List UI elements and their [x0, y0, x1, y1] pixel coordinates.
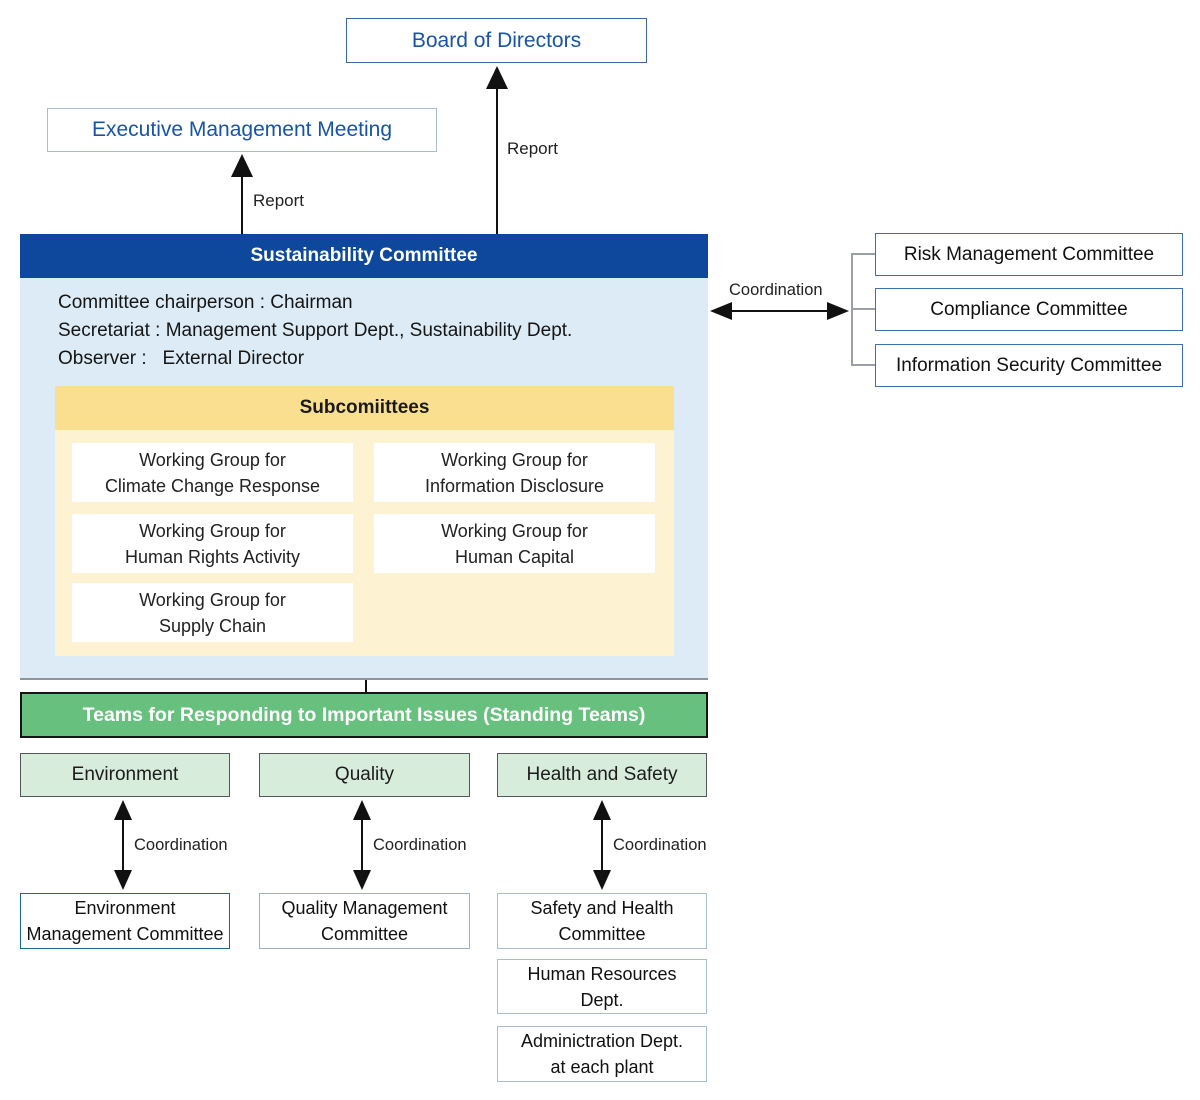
arrow-shaft	[122, 817, 124, 873]
human-resources-dept-box: Human Resources Dept.	[497, 959, 707, 1014]
arrow-shaft	[728, 310, 830, 312]
committee-line: at each plant	[550, 1057, 654, 1077]
working-group-line: Human Rights Activity	[124, 546, 301, 567]
arrow-head-up-icon	[353, 800, 371, 820]
report-label-executive: Report	[253, 191, 305, 210]
arrow-head-right-icon	[827, 302, 849, 320]
subcommittees-panel: Subcomiittees Working Group for Climate …	[55, 386, 674, 656]
team-quality-label: Quality	[334, 764, 395, 785]
sustainability-committee-title: Sustainability Committee	[250, 245, 478, 266]
working-group-line: Working Group for	[441, 449, 588, 470]
team-box-quality: Quality	[259, 753, 470, 797]
arrow-shaft	[241, 174, 243, 234]
standing-teams-bar: Teams for Responding to Important Issues…	[20, 692, 708, 738]
arrow-head-up-icon	[231, 154, 253, 177]
coordination-label-environment: Coordination	[134, 836, 228, 854]
committee-line: Environment	[74, 898, 176, 918]
arrow-head-left-icon	[710, 302, 732, 320]
arrow-shaft	[496, 86, 498, 234]
sustainability-committee-panel: Sustainability Committee Committee chair…	[20, 234, 708, 680]
team-environment-label: Environment	[71, 764, 179, 785]
coordination-label-right: Coordination	[729, 281, 823, 299]
working-group-line: Information Disclosure	[424, 475, 605, 496]
arrow-head-down-icon	[593, 870, 611, 890]
working-group-climate-change-box: Working Group for Climate Change Respons…	[72, 443, 353, 502]
bracket-stub-infosec	[851, 364, 875, 366]
safety-and-health-committee-box: Safety and Health Committee	[497, 893, 707, 949]
committee-line: Quality Management	[281, 898, 448, 918]
arrow-head-down-icon	[353, 870, 371, 890]
committee-line: Committee	[558, 924, 646, 944]
administration-dept-box: Adminictration Dept. at each plant	[497, 1026, 707, 1082]
working-group-human-rights-box: Working Group for Human Rights Activity	[72, 514, 353, 573]
chairperson-line: Committee chairperson : Chairman	[58, 292, 353, 313]
subcommittees-title: Subcomiittees	[299, 397, 430, 418]
working-group-line: Human Capital	[454, 546, 575, 567]
executive-management-meeting-label: Executive Management Meeting	[92, 118, 392, 141]
environment-management-committee-box: Environment Management Committee	[20, 893, 230, 949]
observer-line: Observer : External Director	[58, 348, 305, 369]
bracket-stub-risk	[851, 253, 875, 255]
standing-teams-bar-label: Teams for Responding to Important Issues…	[82, 703, 646, 726]
committee-line: Adminictration Dept.	[520, 1031, 684, 1051]
committee-line: Committee	[320, 924, 409, 944]
coordination-label-quality: Coordination	[373, 836, 467, 854]
compliance-committee-box: Compliance Committee	[875, 288, 1183, 331]
committee-line: Management Committee	[26, 924, 224, 944]
committee-line: Dept.	[580, 989, 624, 1010]
team-box-environment: Environment	[20, 753, 230, 797]
arrow-head-up-icon	[593, 800, 611, 820]
working-group-supply-chain-box: Working Group for Supply Chain	[72, 583, 353, 642]
arrow-shaft	[361, 817, 363, 873]
working-group-line: Working Group for	[441, 520, 588, 541]
working-group-human-capital-box: Working Group for Human Capital	[374, 514, 655, 573]
committee-line: Human Resources	[527, 963, 677, 984]
compliance-committee-label: Compliance Committee	[930, 298, 1128, 320]
committee-line: Safety and Health	[530, 898, 674, 918]
working-group-line: Working Group for	[139, 449, 286, 470]
working-group-line: Climate Change Response	[104, 475, 321, 496]
risk-management-committee-label: Risk Management Committee	[903, 243, 1155, 265]
executive-management-meeting-box: Executive Management Meeting	[47, 108, 437, 152]
quality-management-committee-box: Quality Management Committee	[259, 893, 470, 949]
connector-line	[365, 680, 367, 692]
sustainability-committee-header: Sustainability Committee	[20, 234, 708, 278]
subcommittees-header: Subcomiittees	[55, 386, 674, 430]
board-of-directors-box: Board of Directors	[346, 18, 647, 63]
secretariat-line: Secretariat : Management Support Dept., …	[58, 320, 573, 341]
arrow-shaft	[601, 817, 603, 873]
risk-management-committee-box: Risk Management Committee	[875, 233, 1183, 276]
arrow-head-down-icon	[114, 870, 132, 890]
working-group-information-disclosure-box: Working Group for Information Disclosure	[374, 443, 655, 502]
working-group-line: Working Group for	[139, 589, 286, 610]
bracket-stub-compliance	[851, 308, 875, 310]
team-health-safety-label: Health and Safety	[526, 764, 678, 785]
board-of-directors-label: Board of Directors	[411, 28, 582, 52]
coordination-label-health-safety: Coordination	[613, 836, 707, 854]
information-security-committee-label: Information Security Committee	[895, 354, 1163, 376]
arrow-head-up-icon	[486, 66, 508, 89]
report-label-board: Report	[507, 139, 559, 158]
arrow-head-up-icon	[114, 800, 132, 820]
working-group-line: Supply Chain	[158, 615, 267, 636]
team-box-health-safety: Health and Safety	[497, 753, 707, 797]
information-security-committee-box: Information Security Committee	[875, 344, 1183, 387]
working-group-line: Working Group for	[139, 520, 286, 541]
